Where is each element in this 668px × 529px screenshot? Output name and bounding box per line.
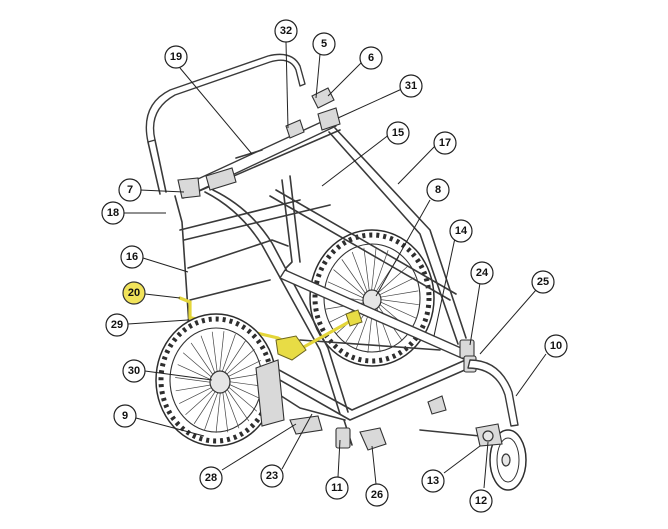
svg-text:6: 6 [368, 52, 374, 64]
wheel-spoke [375, 298, 419, 306]
wheel-spoke [223, 381, 263, 400]
callout-7[interactable]: 7 [118, 178, 142, 202]
wheel-spoke [175, 377, 217, 384]
svg-text:20: 20 [128, 287, 140, 299]
wheel-spoke [218, 331, 225, 379]
wheel-spoke [177, 364, 217, 383]
wheel-spoke [222, 360, 261, 380]
callout-32[interactable]: 32 [274, 19, 298, 43]
wheel-spoke [221, 348, 255, 379]
callout-16[interactable]: 16 [120, 245, 144, 269]
wheel-spoke [219, 333, 236, 379]
wheel-spoke [373, 265, 409, 297]
svg-text:14: 14 [455, 225, 468, 237]
svg-text:10: 10 [550, 340, 562, 352]
svg-text:23: 23 [266, 470, 278, 482]
callout-5[interactable]: 5 [312, 32, 336, 56]
wheel-spoke [211, 331, 219, 379]
wheel-spoke [185, 385, 219, 416]
svg-text:19: 19 [170, 51, 182, 63]
front-left-wheel [155, 313, 285, 447]
callout-17[interactable]: 17 [433, 131, 457, 155]
callout-14[interactable]: 14 [449, 219, 473, 243]
callout-18[interactable]: 18 [101, 201, 125, 225]
svg-text:31: 31 [405, 80, 417, 92]
callout-20[interactable]: 20 [122, 281, 146, 305]
callout-26[interactable]: 26 [365, 483, 389, 507]
wheel-spoke [220, 340, 247, 379]
wheel-spoke [175, 383, 217, 392]
svg-text:5: 5 [321, 38, 327, 50]
callout-11[interactable]: 11 [325, 476, 349, 500]
svg-text:28: 28 [205, 472, 217, 484]
svg-text:32: 32 [280, 25, 292, 37]
svg-text:29: 29 [111, 319, 123, 331]
callout-25[interactable]: 25 [531, 270, 555, 294]
callout-30[interactable]: 30 [122, 359, 146, 383]
wheel-spoke [193, 385, 220, 424]
svg-text:30: 30 [128, 365, 140, 377]
svg-text:26: 26 [371, 489, 383, 501]
wheel-spoke [179, 384, 218, 404]
wheel-spoke [363, 247, 371, 297]
wheel-spoke [375, 299, 417, 319]
wheel-spoke [223, 383, 250, 422]
svg-text:24: 24 [476, 267, 489, 279]
callout-13[interactable]: 13 [421, 469, 445, 493]
svg-text:18: 18 [107, 207, 119, 219]
callout-8[interactable]: 8 [426, 178, 450, 202]
wheel-spoke [351, 251, 370, 298]
wheel-spoke [375, 290, 419, 299]
jogger-wheel [475, 423, 527, 491]
callout-28[interactable]: 28 [199, 466, 223, 490]
svg-text:13: 13 [427, 475, 439, 487]
wheel-spoke [222, 384, 240, 429]
svg-text:12: 12 [475, 495, 487, 507]
wheel-spoke [370, 247, 377, 297]
svg-text:7: 7 [127, 184, 133, 196]
callout-12[interactable]: 12 [469, 489, 493, 513]
wheel-spoke [371, 250, 389, 297]
callouts: 32 5 6 19 31 15 17 7 18 8 14 16 24 25 20… [101, 19, 568, 513]
leader-lines [124, 41, 547, 489]
wheel-spoke [223, 382, 258, 412]
svg-text:16: 16 [126, 251, 138, 263]
callout-6[interactable]: 6 [359, 46, 383, 70]
wheel-spoke [333, 269, 369, 300]
svg-text:15: 15 [392, 127, 404, 139]
callout-9[interactable]: 9 [113, 404, 137, 428]
wheel-spoke [221, 385, 229, 433]
wheel-spoke [204, 385, 221, 431]
wheel-spoke [341, 259, 369, 299]
svg-text:25: 25 [537, 276, 549, 288]
svg-text:9: 9 [122, 410, 128, 422]
svg-text:11: 11 [331, 482, 343, 494]
svg-text:17: 17 [439, 137, 451, 149]
svg-text:8: 8 [435, 184, 441, 196]
stroller-frame [145, 53, 519, 451]
callout-15[interactable]: 15 [386, 121, 410, 145]
wheel-spoke [182, 352, 217, 382]
wheel-spoke [215, 385, 222, 433]
callout-23[interactable]: 23 [260, 464, 284, 488]
wheel-spoke [200, 335, 218, 380]
callout-19[interactable]: 19 [164, 45, 188, 69]
callout-24[interactable]: 24 [470, 261, 494, 285]
wheel-spoke [374, 277, 415, 298]
callout-10[interactable]: 10 [544, 334, 568, 358]
callout-31[interactable]: 31 [399, 74, 423, 98]
wheel-spoke [190, 342, 217, 381]
callout-29[interactable]: 29 [105, 313, 129, 337]
wheel-spoke [327, 281, 369, 301]
